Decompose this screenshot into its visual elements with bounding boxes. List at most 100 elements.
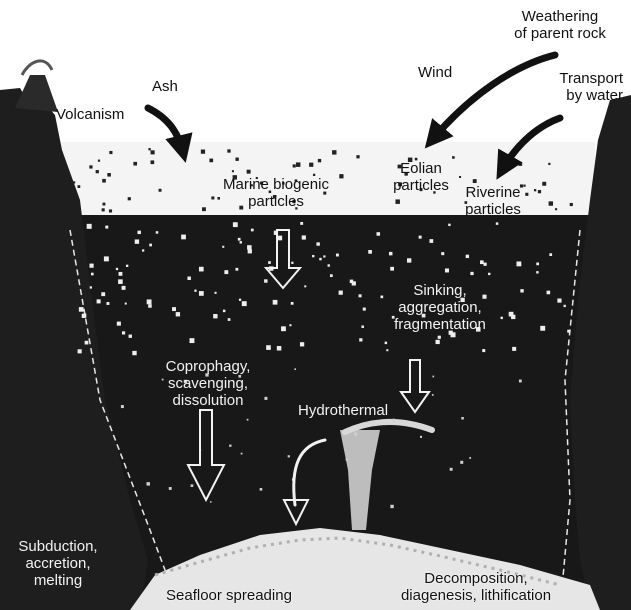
surface-particle: [232, 170, 234, 172]
label-ash: Ash: [152, 78, 178, 95]
water-particle: [125, 303, 127, 305]
water-particle: [137, 231, 140, 234]
water-particle: [289, 324, 291, 326]
deep-particle: [461, 417, 464, 420]
label-wind: Wind: [418, 64, 452, 81]
surface-particle: [77, 185, 80, 188]
surface-particle: [227, 149, 230, 152]
label-volcanism: Volcanism: [56, 106, 124, 123]
surface-particle: [109, 209, 112, 212]
water-particle: [466, 255, 469, 258]
deep-particle: [229, 445, 231, 447]
water-particle: [536, 271, 538, 273]
water-particle: [312, 255, 314, 257]
water-particle: [181, 235, 186, 240]
label-marine-biogenic: Marine biogenic particles: [208, 176, 344, 210]
water-particle: [200, 269, 202, 271]
surface-particle: [73, 181, 75, 183]
water-particle: [277, 346, 282, 351]
water-particle: [483, 263, 486, 266]
water-particle: [350, 280, 353, 283]
surface-particle: [201, 150, 205, 154]
water-particle: [436, 340, 440, 344]
water-particle: [97, 299, 101, 303]
surface-particle: [235, 158, 238, 161]
water-particle: [223, 310, 226, 313]
label-weathering: Weathering of parent rock: [496, 8, 624, 42]
water-particle: [213, 314, 217, 318]
water-particle: [117, 322, 121, 326]
water-particle: [172, 307, 176, 311]
surface-particle: [128, 197, 131, 200]
water-particle: [328, 264, 330, 266]
water-particle: [242, 301, 247, 306]
surface-particle: [103, 203, 106, 206]
water-particle: [224, 270, 228, 274]
surface-particle: [542, 182, 546, 186]
water-particle: [142, 249, 144, 251]
water-particle: [119, 272, 123, 276]
label-coprophagy: Coprophagy, scavenging, dissolution: [152, 358, 264, 409]
water-particle: [557, 298, 561, 302]
water-particle: [438, 336, 441, 339]
water-particle: [89, 264, 93, 268]
deep-particle: [450, 468, 453, 471]
water-particle: [407, 258, 411, 262]
water-particle: [567, 330, 570, 333]
surface-particle: [102, 208, 105, 211]
label-transport: Transport by water: [525, 70, 623, 104]
deep-particle: [420, 436, 422, 438]
water-particle: [441, 252, 444, 255]
water-particle: [390, 267, 394, 271]
water-particle: [536, 263, 539, 266]
surface-particle: [309, 163, 313, 167]
water-particle: [302, 235, 306, 239]
water-particle: [194, 290, 196, 292]
water-particle: [190, 338, 195, 343]
surface-particle: [473, 179, 477, 183]
water-particle: [82, 314, 86, 318]
surface-particle: [151, 160, 155, 164]
water-particle: [549, 253, 552, 256]
water-particle: [385, 342, 387, 344]
water-particle: [512, 347, 516, 351]
water-particle: [126, 265, 128, 267]
deep-particle: [390, 505, 393, 508]
water-particle: [78, 349, 82, 353]
water-particle: [377, 232, 381, 236]
water-particle: [419, 236, 422, 239]
water-particle: [85, 341, 89, 345]
deep-particle: [460, 461, 463, 464]
surface-particle: [519, 162, 523, 166]
surface-particle: [148, 148, 150, 150]
surface-particle: [549, 201, 553, 205]
water-particle: [359, 294, 362, 297]
surface-particle: [555, 208, 557, 210]
water-particle: [105, 226, 108, 229]
surface-particle: [109, 151, 112, 154]
deep-particle: [469, 457, 471, 459]
water-particle: [496, 222, 499, 225]
water-particle: [147, 299, 152, 304]
deep-particle: [147, 482, 150, 485]
surface-particle: [296, 162, 300, 166]
water-particle: [129, 335, 132, 338]
water-particle: [488, 273, 490, 275]
water-particle: [199, 291, 204, 296]
water-particle: [330, 274, 333, 277]
water-particle: [239, 299, 241, 301]
water-particle: [501, 317, 503, 319]
water-particle: [215, 292, 217, 294]
surface-particle: [459, 176, 461, 178]
surface-particle: [318, 159, 321, 162]
water-particle: [547, 291, 551, 295]
water-particle: [482, 349, 485, 352]
label-decomposition: Decomposition, diagenesis, lithification: [376, 570, 576, 604]
water-particle: [101, 292, 105, 296]
surface-particle: [102, 179, 106, 183]
label-eolian: Eolian particles: [385, 160, 457, 194]
deep-particle: [519, 380, 522, 383]
water-particle: [300, 222, 303, 225]
water-particle: [277, 236, 282, 241]
